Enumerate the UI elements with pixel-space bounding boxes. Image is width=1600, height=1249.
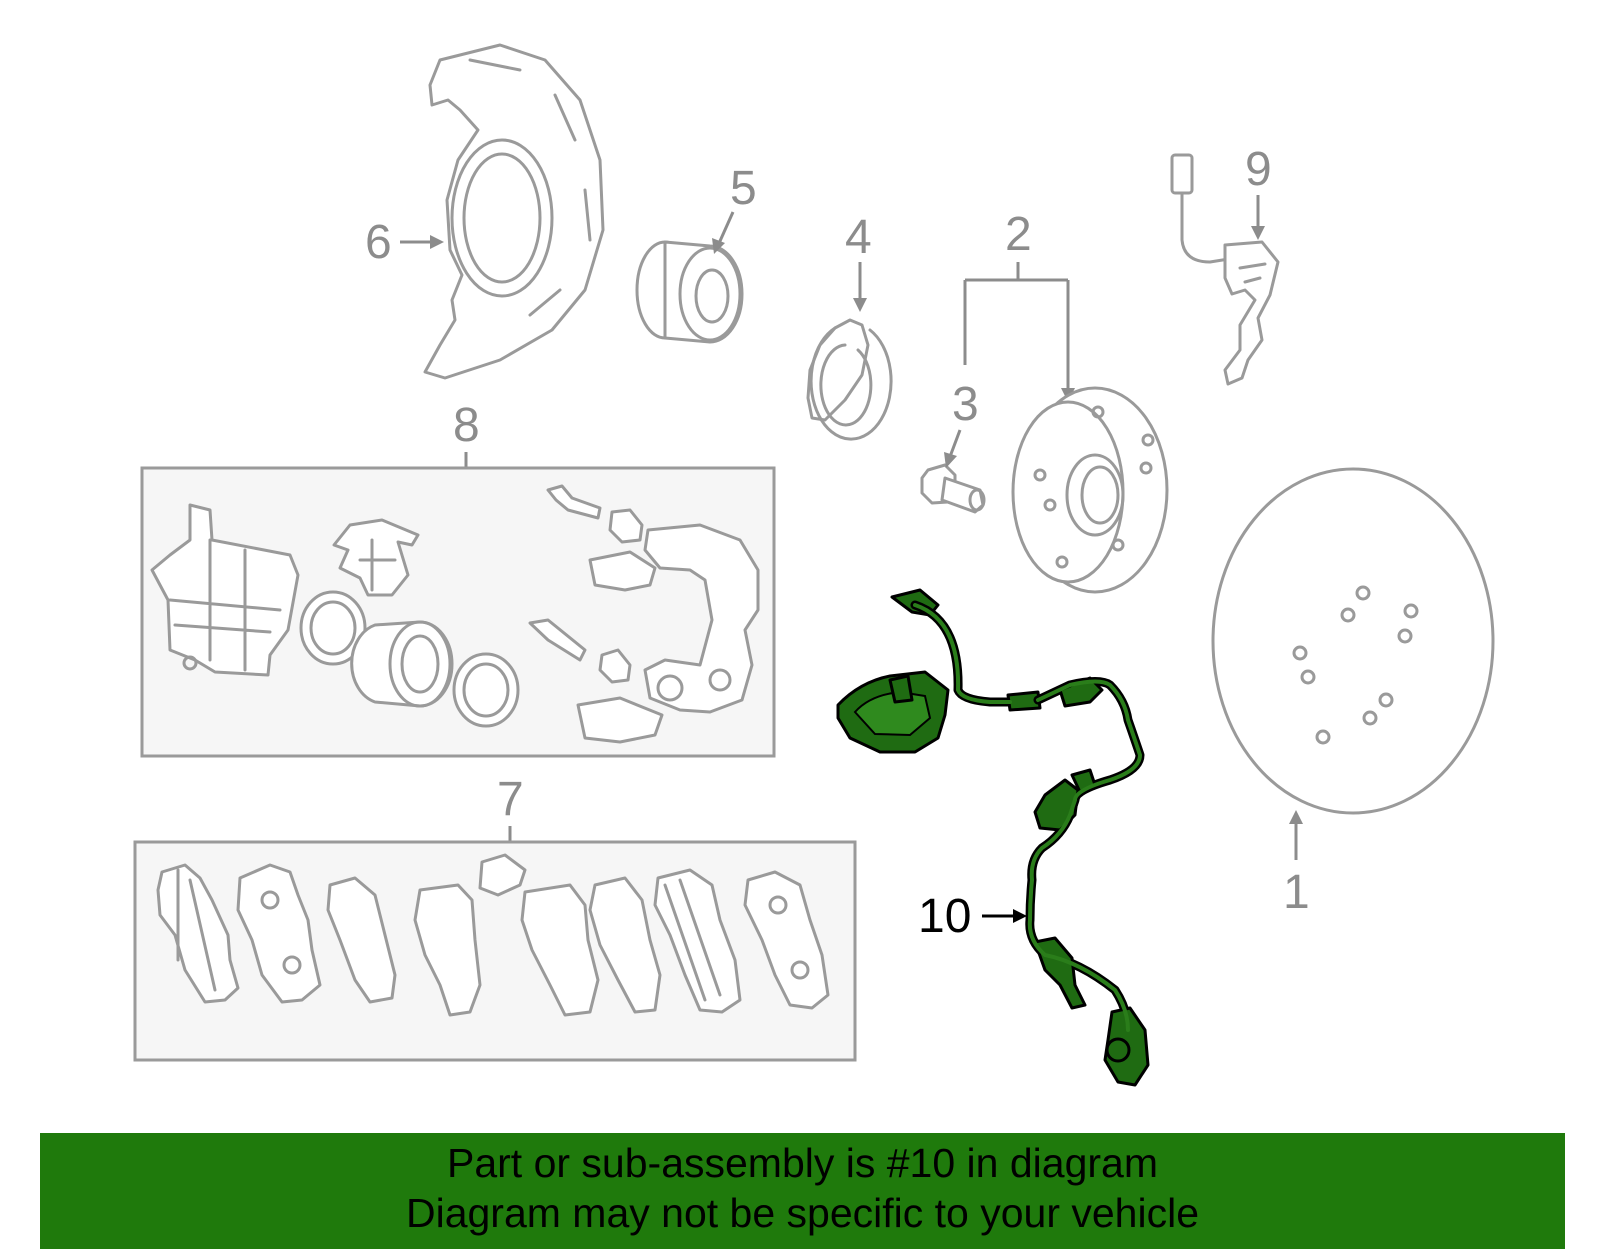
part-4-snap-ring[interactable] (806, 318, 893, 441)
callout-5: 5 (730, 162, 757, 215)
callout-9: 9 (1245, 143, 1272, 196)
banner-line-2: Diagram may not be specific to your vehi… (405, 1190, 1199, 1236)
arrowhead-4 (853, 298, 867, 312)
arrowhead-9 (1251, 226, 1265, 240)
callout-1: 1 (1283, 866, 1310, 919)
part-10-abs-wheel-speed-sensor[interactable] (836, 588, 1150, 1087)
arrowhead-5 (712, 238, 725, 254)
part-1-brake-rotor[interactable] (1211, 467, 1495, 815)
part-7-brake-pad-set[interactable] (156, 853, 830, 1017)
part-6-splash-shield[interactable] (423, 43, 605, 380)
callout-8: 8 (453, 399, 480, 452)
banner-line-1: Part or sub-assembly is #10 in diagram (447, 1140, 1158, 1186)
part-5-wheel-bearing[interactable] (635, 240, 744, 344)
callout-4: 4 (845, 211, 872, 264)
arrowhead-10 (1013, 909, 1027, 923)
callout-2: 2 (1005, 208, 1032, 261)
callout-3: 3 (952, 378, 979, 431)
part-9-pad-wear-sensor[interactable] (1170, 153, 1280, 386)
part-info-banner: Part or sub-assembly is #10 in diagram D… (40, 1133, 1565, 1249)
arrowhead-1 (1289, 810, 1303, 824)
part-2-wheel-hub[interactable] (1011, 386, 1169, 594)
callout-7: 7 (497, 773, 524, 826)
callout-10: 10 (918, 890, 971, 943)
arrowhead-6 (430, 235, 444, 249)
leader-2 (963, 262, 1070, 395)
arrowhead-3 (944, 452, 957, 468)
part-8-caliper-assembly[interactable] (150, 484, 760, 744)
callout-6: 6 (365, 216, 392, 269)
part-3-hub-bolt[interactable] (920, 463, 986, 514)
